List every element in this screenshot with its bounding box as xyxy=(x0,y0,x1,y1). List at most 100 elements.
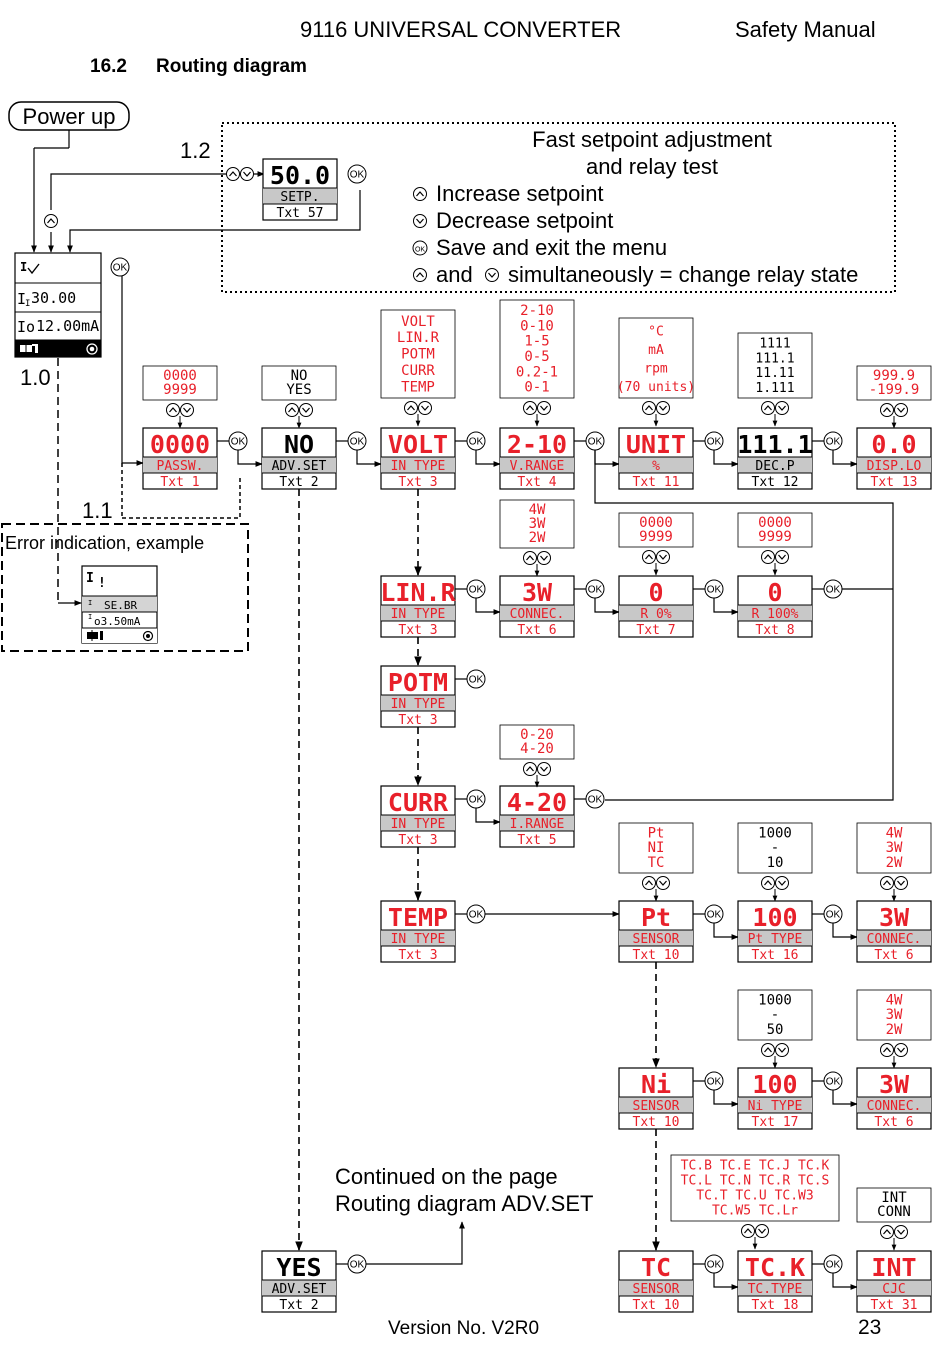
ok-button-icon[interactable]: OK xyxy=(347,431,367,451)
up-arrow-icon[interactable] xyxy=(761,1043,775,1057)
legend-up-arrow-icon-2[interactable] xyxy=(413,268,427,282)
ok-button-icon[interactable]: OK xyxy=(347,1254,367,1274)
menu-box-r100[interactable]: 0R 100%Txt 8 xyxy=(737,575,813,638)
up-arrow-icon[interactable] xyxy=(523,762,537,776)
up-arrow-icon[interactable] xyxy=(880,1225,894,1239)
up-arrow-icon[interactable] xyxy=(880,876,894,890)
down-arrow-icon[interactable] xyxy=(537,401,551,415)
ok-button-icon[interactable]: OK xyxy=(466,669,486,689)
down-arrow-icon[interactable] xyxy=(240,167,254,181)
up-arrow-icon[interactable] xyxy=(880,403,894,417)
up-arrow-icon[interactable] xyxy=(166,403,180,417)
option-item: TEMP xyxy=(401,379,435,395)
down-arrow-icon[interactable] xyxy=(894,1225,908,1239)
svg-text:OK: OK xyxy=(588,585,603,596)
down-arrow-icon[interactable] xyxy=(656,401,670,415)
down-arrow-icon[interactable] xyxy=(180,403,194,417)
up-arrow-icon[interactable] xyxy=(761,550,775,564)
down-arrow-icon[interactable] xyxy=(894,1043,908,1057)
svg-text:OK: OK xyxy=(350,170,365,181)
menu-help-text: Txt 8 xyxy=(755,623,794,638)
ok-button-icon[interactable]: OK xyxy=(823,1254,843,1274)
ok-button-icon[interactable]: OK xyxy=(585,579,605,599)
up-arrow-icon[interactable] xyxy=(642,401,656,415)
down-arrow-icon[interactable] xyxy=(656,876,670,890)
option-item: YES xyxy=(286,382,311,398)
up-arrow-icon[interactable] xyxy=(741,1224,755,1238)
down-arrow-icon[interactable] xyxy=(894,403,908,417)
main-up-arrow-icon[interactable] xyxy=(44,214,58,228)
down-arrow-icon[interactable] xyxy=(775,550,789,564)
up-arrow-icon[interactable] xyxy=(404,401,418,415)
option-item: TC.T TC.U TC.W3 xyxy=(696,1189,813,1204)
ok-button-icon[interactable]: OK xyxy=(347,164,367,184)
ok-button-icon[interactable]: OK xyxy=(823,1071,843,1091)
ok-button-icon[interactable]: OK xyxy=(823,431,843,451)
up-arrow-icon[interactable] xyxy=(285,403,299,417)
ok-button-icon[interactable]: OK xyxy=(823,579,843,599)
ok-button-icon[interactable]: OK xyxy=(704,904,724,924)
down-arrow-icon[interactable] xyxy=(775,876,789,890)
up-arrow-icon[interactable] xyxy=(226,167,240,181)
down-arrow-icon[interactable] xyxy=(537,551,551,565)
ok-button-icon[interactable]: OK xyxy=(466,904,486,924)
ok-button-icon[interactable]: OK xyxy=(704,1071,724,1091)
ok-button-icon[interactable]: OK xyxy=(585,431,605,451)
ok-button-icon[interactable]: OK xyxy=(466,789,486,809)
ok-button-icon[interactable]: OK xyxy=(412,240,428,256)
legend-down-arrow-icon[interactable] xyxy=(413,214,427,228)
ok-button-icon[interactable]: OK xyxy=(585,789,605,809)
up-arrow-icon[interactable] xyxy=(523,401,537,415)
down-arrow-icon[interactable] xyxy=(418,401,432,415)
ok-button-icon[interactable]: OK xyxy=(704,431,724,451)
down-arrow-icon[interactable] xyxy=(656,550,670,564)
legend-down-arrow-icon-2[interactable] xyxy=(485,268,499,282)
down-arrow-icon[interactable] xyxy=(775,401,789,415)
ok-button-icon[interactable]: OK xyxy=(704,1254,724,1274)
up-arrow-icon[interactable] xyxy=(523,551,537,565)
down-arrow-icon[interactable] xyxy=(775,1043,789,1057)
down-arrow-icon[interactable] xyxy=(894,876,908,890)
up-arrow-icon[interactable] xyxy=(642,550,656,564)
ok-button-icon[interactable]: OK xyxy=(823,904,843,924)
ok-button-icon[interactable]: OK xyxy=(466,431,486,451)
menu-box-unit[interactable]: UNIT%Txt 11 xyxy=(618,427,694,490)
down-arrow-icon[interactable] xyxy=(755,1224,769,1238)
down-arrow-icon[interactable] xyxy=(537,762,551,776)
up-arrow-icon[interactable] xyxy=(880,1043,894,1057)
menu-box-r0[interactable]: 0R 0%Txt 7 xyxy=(618,575,694,638)
menu-parameter: IN TYPE xyxy=(391,817,446,832)
up-arrow-icon[interactable] xyxy=(642,876,656,890)
ok-button-icon[interactable]: OK xyxy=(228,431,248,451)
up-arrow-icon[interactable] xyxy=(761,401,775,415)
legend-up-arrow-icon[interactable] xyxy=(413,187,427,201)
ok-button-icon[interactable]: OK xyxy=(704,579,724,599)
down-arrow-icon[interactable] xyxy=(299,403,313,417)
ok-button-icon[interactable]: OK xyxy=(110,257,130,277)
up-arrow-icon[interactable] xyxy=(761,876,775,890)
ok-button-icon[interactable]: OK xyxy=(466,579,486,599)
